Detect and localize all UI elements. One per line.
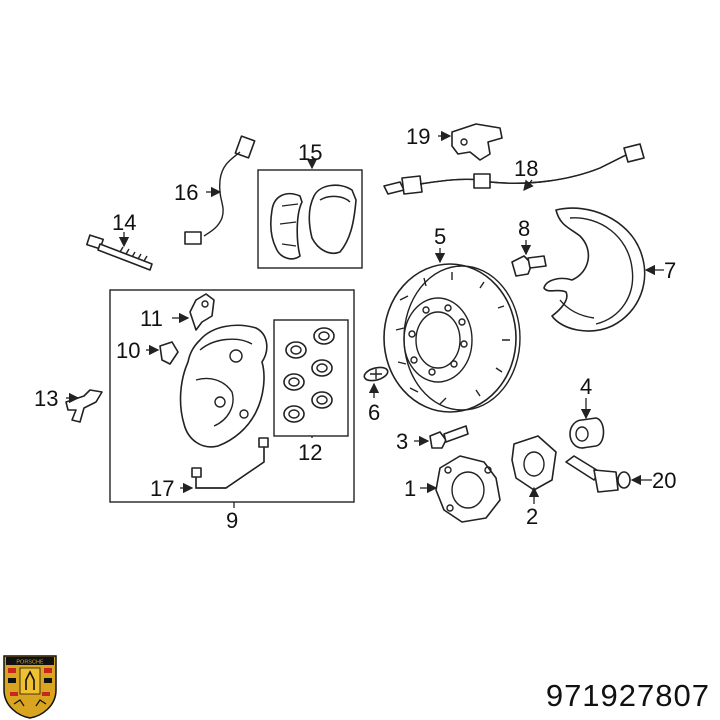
callout-1: 1 xyxy=(404,476,416,501)
callout-5: 5 xyxy=(434,224,446,249)
callout-17: 17 xyxy=(150,476,174,501)
part-1-hub-carrier[interactable] xyxy=(435,455,501,523)
box-seal-kit xyxy=(273,319,349,437)
part-6-screw[interactable] xyxy=(363,365,389,383)
part-17-brake-line[interactable] xyxy=(191,437,269,489)
callout-11: 11 xyxy=(140,306,163,331)
part-13-spring-clip[interactable] xyxy=(65,389,103,423)
callout-12: 12 xyxy=(298,440,322,465)
callout-14: 14 xyxy=(112,210,136,235)
part-2-gasket[interactable] xyxy=(511,435,557,491)
porsche-crest-logo: PORSCHE xyxy=(3,655,57,719)
leader-lines xyxy=(66,130,664,508)
part-9-caliper[interactable] xyxy=(179,324,268,448)
crest-wordmark: PORSCHE xyxy=(16,660,44,666)
part-12-seal-kit[interactable] xyxy=(283,327,335,423)
callout-10: 10 xyxy=(116,338,140,363)
part-14-bolt[interactable] xyxy=(85,234,153,271)
part-8-bolt[interactable] xyxy=(511,255,547,277)
part-3-bolt[interactable] xyxy=(429,425,469,449)
part-number: 971927807 xyxy=(545,678,710,713)
callout-4: 4 xyxy=(580,374,592,399)
callout-13: 13 xyxy=(34,386,58,411)
callout-18: 18 xyxy=(514,156,538,181)
box-brake-pads xyxy=(257,169,363,269)
part-5-brake-rotor[interactable] xyxy=(383,263,521,413)
part-15-brake-pads[interactable] xyxy=(270,184,357,260)
part-19-bracket[interactable] xyxy=(451,123,503,161)
callout-6: 6 xyxy=(368,400,380,425)
callout-7: 7 xyxy=(664,258,676,283)
callout-16: 16 xyxy=(174,180,198,205)
part-7-dust-shield[interactable] xyxy=(543,207,646,332)
callout-2: 2 xyxy=(526,504,538,529)
part-20-speed-sensor[interactable] xyxy=(565,455,631,493)
callout-19: 19 xyxy=(406,124,430,149)
part-11-bleeder-bracket[interactable] xyxy=(189,293,215,331)
callout-8: 8 xyxy=(518,216,530,241)
part-4-wheel-bearing[interactable] xyxy=(569,417,605,449)
part-16-wear-sensor[interactable] xyxy=(184,135,256,245)
callout-3: 3 xyxy=(396,429,408,454)
callout-20: 20 xyxy=(652,468,676,493)
callout-9: 9 xyxy=(226,508,238,533)
part-18-brake-hose[interactable] xyxy=(383,143,645,195)
callout-15: 15 xyxy=(298,140,322,165)
part-10-bleeder-screw[interactable] xyxy=(159,341,179,365)
box-caliper-assembly xyxy=(109,289,355,503)
